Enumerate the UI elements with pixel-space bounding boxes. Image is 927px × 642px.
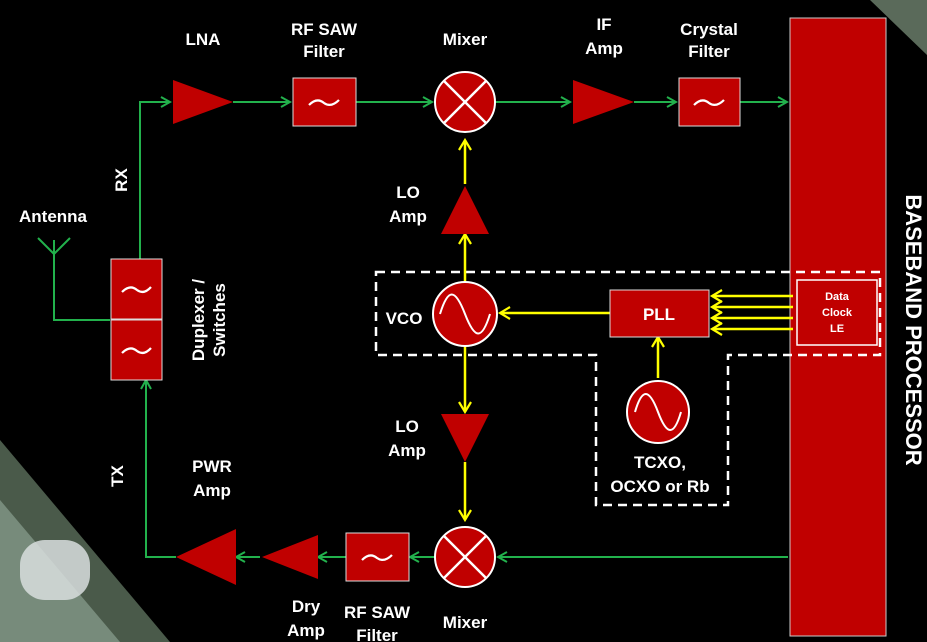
rx-label: RX <box>112 168 131 192</box>
baseband-processor-label: BASEBAND PROCESSOR <box>901 194 926 465</box>
clock-label: Clock <box>822 307 853 319</box>
rf-saw-bottom-label-1: RF SAW <box>344 603 411 622</box>
filter-icon <box>308 99 340 107</box>
data-clock-le-box <box>796 279 878 346</box>
rx-line <box>139 102 170 260</box>
crystal-filter-label-2: Filter <box>688 42 730 61</box>
filter-icon <box>361 554 393 562</box>
crystal-filter-label-1: Crystal <box>680 20 738 39</box>
tcxo-label-2: OCXO or Rb <box>610 477 709 496</box>
lo-amp-bottom-label-2: Amp <box>388 441 426 460</box>
pll-label: PLL <box>643 305 675 324</box>
rf-saw-top-label-2: Filter <box>303 42 345 61</box>
rf-saw-top-label-1: RF SAW <box>291 20 358 39</box>
if-amp-label-1: IF <box>596 15 611 34</box>
antenna-label: Antenna <box>19 207 88 226</box>
tx-line <box>146 380 176 558</box>
if-amplifier-icon <box>573 80 634 124</box>
duplexer-label-2: Switches <box>210 283 229 357</box>
pwr-amp-icon <box>176 529 236 585</box>
duplexer-label-1: Duplexer / <box>189 279 208 361</box>
rf-saw-filter-bottom <box>345 532 410 582</box>
lo-amp-top-label-1: LO <box>396 183 420 202</box>
lna-label: LNA <box>186 30 221 49</box>
lo-amp-top-icon <box>441 186 489 234</box>
dry-amp-label-1: Dry <box>292 597 321 616</box>
dashed-synth-boundary <box>374 270 882 507</box>
tcxo-label-1: TCXO, <box>634 453 686 472</box>
background-photo-bottom-left <box>0 440 170 642</box>
mixer-top-label: Mixer <box>443 30 488 49</box>
mixer-bottom-label: Mixer <box>443 613 488 632</box>
rf-saw-bottom-label-2: Filter <box>356 626 398 642</box>
le-label: LE <box>830 323 844 335</box>
antenna-symbol <box>37 237 71 256</box>
pwr-amp-label-2: Amp <box>193 481 231 500</box>
lna-amplifier-icon <box>173 80 233 124</box>
filter-icon <box>693 99 725 107</box>
antenna-feed <box>53 240 110 321</box>
if-amp-label-2: Amp <box>585 39 623 58</box>
dry-amp-icon <box>262 535 318 579</box>
tx-label: TX <box>108 464 127 486</box>
lo-amp-bottom-icon <box>441 414 489 462</box>
data-label: Data <box>825 291 850 303</box>
pll-block <box>609 289 710 338</box>
vco-label: VCO <box>386 309 423 328</box>
background-photo-top-right <box>870 0 927 55</box>
lo-amp-bottom-label-1: LO <box>395 417 419 436</box>
dry-amp-label-2: Amp <box>287 621 325 640</box>
lo-amp-top-label-2: Amp <box>389 207 427 226</box>
pwr-amp-label-1: PWR <box>192 457 232 476</box>
